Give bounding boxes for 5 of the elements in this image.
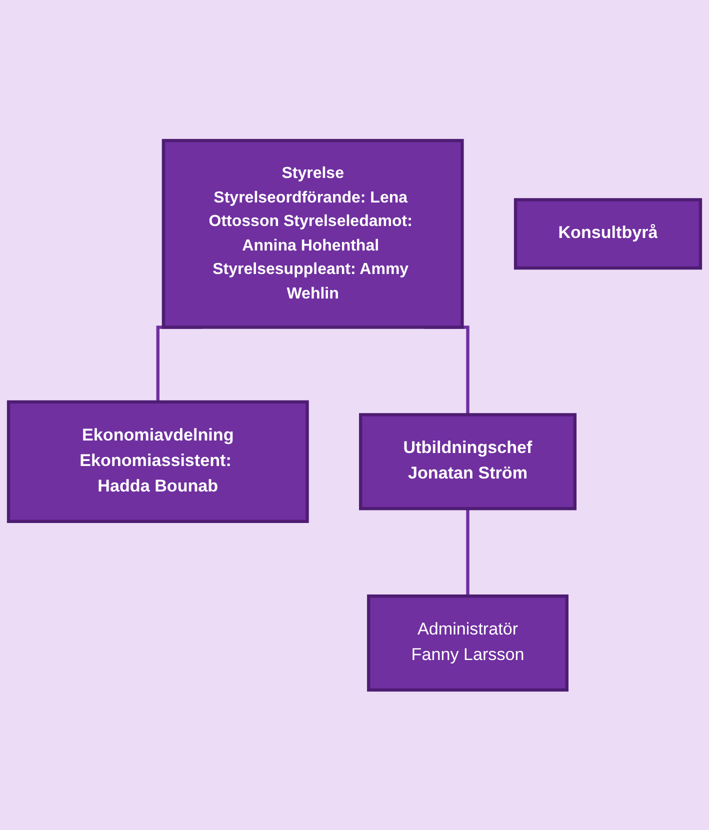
node-box: Konsultbyrå [514, 198, 702, 270]
node-box: Styrelse Styrelseordförande: Lena Ottosson Styrelseledamot: Annina Hohenthal Styrelsesuppleant: Ammy Wehlin [162, 138, 464, 329]
node-box: Utbildningschef Jonatan Ström [359, 412, 577, 510]
node-box: Administratör Fanny Larsson [367, 594, 568, 692]
node-box: Ekonomiavdelning Ekonomiassistent: Hadda Bounab [6, 400, 309, 523]
